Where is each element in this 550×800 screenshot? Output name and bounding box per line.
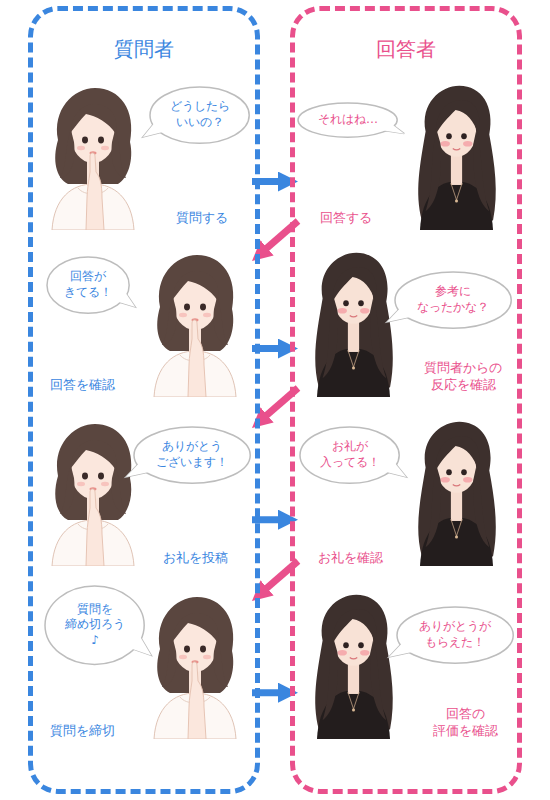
separator-bar xyxy=(36,67,252,70)
bubble-text: それはね… xyxy=(318,112,378,128)
step-caption: 回答を確認 xyxy=(50,377,115,394)
bubble-tail xyxy=(381,123,405,134)
bubble-ellipse xyxy=(300,427,399,483)
speech-bubble: 回答が きてる！ xyxy=(46,256,130,314)
role-heading: 質問者 xyxy=(33,37,255,61)
speech-bubble: 質問を 締め切ろう♪ xyxy=(44,585,145,665)
answerer-figure xyxy=(315,595,393,739)
step-cell: 質問する どうしたら いいの？ xyxy=(36,68,252,235)
separator-bar xyxy=(36,574,252,577)
bubble-ellipse xyxy=(298,103,397,137)
step-caption: 回答の 評価を確認 xyxy=(433,706,498,740)
separator-bar xyxy=(36,747,252,750)
role-heading: 質問者 xyxy=(33,37,255,61)
step-caption: 回答する xyxy=(320,210,372,227)
step-caption: 質問する xyxy=(176,210,228,227)
row-separators xyxy=(36,68,514,748)
speech-bubble: どうしたら いいの？ xyxy=(149,86,250,144)
speech-bubble: それはね… xyxy=(297,102,398,138)
step-caption: 回答する xyxy=(320,210,372,227)
bubble-tail xyxy=(128,631,152,655)
separator-bar xyxy=(36,401,252,404)
bubble-text: ありがとうが もらえた！ xyxy=(419,619,491,650)
bubble-text: どうしたら いいの？ xyxy=(170,99,230,130)
questioner-figure xyxy=(52,424,134,566)
speech-bubble: ありがとうが もらえた！ xyxy=(396,606,514,664)
step-cell: 質問を締切 質問を 締め切ろう♪ xyxy=(36,575,252,748)
bubble-text: どうしたら いいの？ xyxy=(170,99,230,130)
step-cell: 回答する それはね… xyxy=(298,68,514,235)
bubble-ellipse xyxy=(395,272,511,328)
bubble-text: お礼が 入ってる！ xyxy=(320,439,380,470)
bubble-text: ありがとう ございます！ xyxy=(156,439,228,470)
step-caption: お礼を投稿 xyxy=(163,550,228,567)
bubble-text: 質問を 締め切ろう♪ xyxy=(65,602,125,649)
bubble-tail xyxy=(143,119,167,137)
role-heading: 回答者 xyxy=(295,37,517,61)
speech-bubble: お礼が 入ってる！ xyxy=(299,426,400,484)
step-cell: お礼を確認 お礼が 入ってる！ xyxy=(298,402,514,575)
questioner-figure xyxy=(52,88,134,230)
bubble-ellipse xyxy=(397,607,513,663)
step-caption: お礼を確認 xyxy=(318,550,383,567)
step-caption: 質問する xyxy=(176,210,228,227)
bubble-tail xyxy=(383,459,407,477)
speech-bubble: ありがとう ございます！ xyxy=(133,426,251,484)
step-caption: お礼を確認 xyxy=(318,550,383,567)
bubble-ellipse xyxy=(45,586,144,664)
step-caption: お礼を投稿 xyxy=(163,550,228,567)
step-caption: 質問者からの 反応を確認 xyxy=(424,360,502,394)
answerer-figure xyxy=(315,253,393,397)
bubble-ellipse xyxy=(150,87,249,143)
step-caption: 質問者からの 反応を確認 xyxy=(424,360,502,394)
step-caption: 質問を締切 xyxy=(50,723,115,740)
step-caption: 質問を締切 xyxy=(50,723,115,740)
bubble-text: 参考に なったかな？ xyxy=(417,284,489,315)
separator-bar xyxy=(298,67,514,70)
bubble-ellipse xyxy=(134,427,250,483)
step-caption: 回答の 評価を確認 xyxy=(433,706,498,740)
bubble-text: 参考に なったかな？ xyxy=(417,284,489,315)
answerer-figure xyxy=(418,86,496,230)
bubble-text: 質問を 締め切ろう♪ xyxy=(65,602,125,649)
bubble-tail xyxy=(387,304,415,322)
step-cell: 質問者からの 反応を確認 参考に なったかな？ xyxy=(298,235,514,402)
speech-bubble: 参考に なったかな？ xyxy=(394,271,512,329)
bubble-text: 回答が きてる！ xyxy=(64,269,112,300)
role-panel: 回答者回答するそれはね…質問者からの 反応を確認参考に なったかな？お礼を確認お… xyxy=(290,6,522,794)
separator-bar xyxy=(298,401,514,404)
role-panel: 質問者質問する どうしたら いいの？ 回答を確認 回答が きてる！ お礼を投稿 ありがとう… xyxy=(28,6,260,794)
step-cell: 回答の 評価を確認 ありがとうが もらえた！ xyxy=(298,575,514,748)
bubble-text: それはね… xyxy=(318,112,378,128)
bubble-text: 回答が きてる！ xyxy=(64,269,112,300)
bubble-text: ありがとう ございます！ xyxy=(156,439,228,470)
separator-bar xyxy=(298,574,514,577)
step-cell: 回答を確認 回答が きてる！ xyxy=(36,235,252,402)
bubble-text: ありがとうが もらえた！ xyxy=(419,619,491,650)
bubble-tail xyxy=(126,459,154,477)
separator-bar xyxy=(298,747,514,750)
bubble-ellipse xyxy=(47,257,129,313)
step-caption: 回答を確認 xyxy=(50,377,115,394)
answerer-figure xyxy=(418,422,496,566)
separator-bar xyxy=(36,234,252,237)
bubble-tail xyxy=(389,639,417,657)
bubble-tail xyxy=(115,289,135,307)
separator-bar xyxy=(298,234,514,237)
role-heading: 回答者 xyxy=(295,37,517,61)
questioner-figure xyxy=(154,255,236,397)
step-cell: お礼を投稿 ありがとう ございます！ xyxy=(36,402,252,575)
bubble-text: お礼が 入ってる！ xyxy=(320,439,380,470)
questioner-figure xyxy=(154,597,236,739)
